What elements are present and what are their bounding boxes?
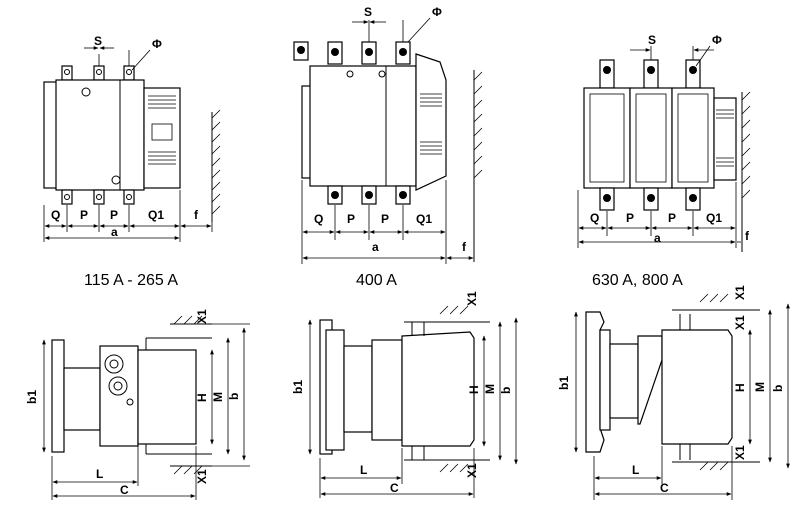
- label-P2-large: P: [668, 211, 676, 225]
- label-b-side2: b: [499, 387, 513, 394]
- label-b1-side2: b1: [291, 380, 305, 394]
- label-X1-top-side1: X1: [195, 309, 209, 324]
- label-phi-mid: Φ: [432, 5, 442, 19]
- front-view-mid: S Φ Q P P Q1 a f 400 A: [293, 5, 483, 289]
- label-M-side2: M: [483, 384, 497, 394]
- caption-small: 115 A - 265 A: [84, 272, 178, 289]
- label-M-side3: M: [753, 382, 767, 392]
- side-view-small: b1 H M b X1 X1 L C: [25, 309, 250, 500]
- label-X1-top-side3: X1: [733, 285, 747, 300]
- label-phi-large: Φ: [712, 33, 722, 47]
- label-b-side3: b: [771, 385, 785, 392]
- label-a-small: a: [111, 225, 118, 239]
- label-L-side2: L: [360, 463, 367, 477]
- label-L-side3: L: [632, 463, 639, 477]
- label-Q1-large: Q1: [706, 211, 722, 225]
- label-C-side2: C: [390, 481, 399, 495]
- label-b-side1: b: [227, 393, 241, 400]
- label-P2-small: P: [110, 208, 118, 222]
- label-P2-mid: P: [381, 212, 389, 226]
- label-b1-side3: b1: [557, 376, 571, 390]
- label-f-small: f: [194, 208, 199, 222]
- front-view-large: S Φ Q P P Q1 a f 630 A, 800 A: [577, 33, 751, 289]
- label-Q-mid: Q: [314, 212, 323, 226]
- label-H-side1: H: [195, 393, 209, 402]
- label-S-small: S: [94, 34, 102, 48]
- label-S-mid: S: [364, 5, 372, 19]
- label-P1-small: P: [80, 208, 88, 222]
- caption-mid: 400 A: [356, 272, 397, 289]
- label-X1-bottom-side3: X1: [733, 445, 747, 460]
- label-P1-mid: P: [347, 212, 355, 226]
- label-P1-large: P: [626, 211, 634, 225]
- label-X1-bottom-side1: X1: [195, 469, 209, 484]
- label-Q-small: Q: [51, 208, 60, 222]
- label-H-side2: H: [467, 385, 481, 394]
- label-a-mid: a: [372, 240, 379, 254]
- side-view-mid: b1 H M b X1 X1 L C: [291, 291, 518, 498]
- label-X1-inner-top-side3: X1: [733, 315, 747, 330]
- label-C-side3: C: [660, 481, 669, 495]
- label-H-side3: H: [733, 383, 747, 392]
- caption-large: 630 A, 800 A: [592, 272, 683, 289]
- label-f-large: f: [745, 229, 750, 243]
- label-phi-small: Φ: [152, 37, 162, 51]
- label-b1-side1: b1: [25, 390, 39, 404]
- label-M-side1: M: [211, 392, 225, 402]
- label-Q-large: Q: [590, 211, 599, 225]
- label-Q1-mid: Q1: [416, 212, 432, 226]
- label-Q1-small: Q1: [148, 208, 164, 222]
- label-X1-top-side2: X1: [465, 291, 479, 306]
- label-L-side1: L: [96, 467, 103, 481]
- label-S-large: S: [648, 33, 656, 47]
- label-C-side1: C: [120, 483, 129, 497]
- label-X1-bottom-side2: X1: [465, 463, 479, 478]
- label-f-mid: f: [462, 240, 467, 254]
- label-a-large: a: [654, 231, 661, 245]
- front-view-small: S Φ Q P P Q1 f a 115 A - 265 A: [43, 34, 221, 289]
- side-view-large: b1 H M b X1 X1 X1 L C: [557, 285, 790, 500]
